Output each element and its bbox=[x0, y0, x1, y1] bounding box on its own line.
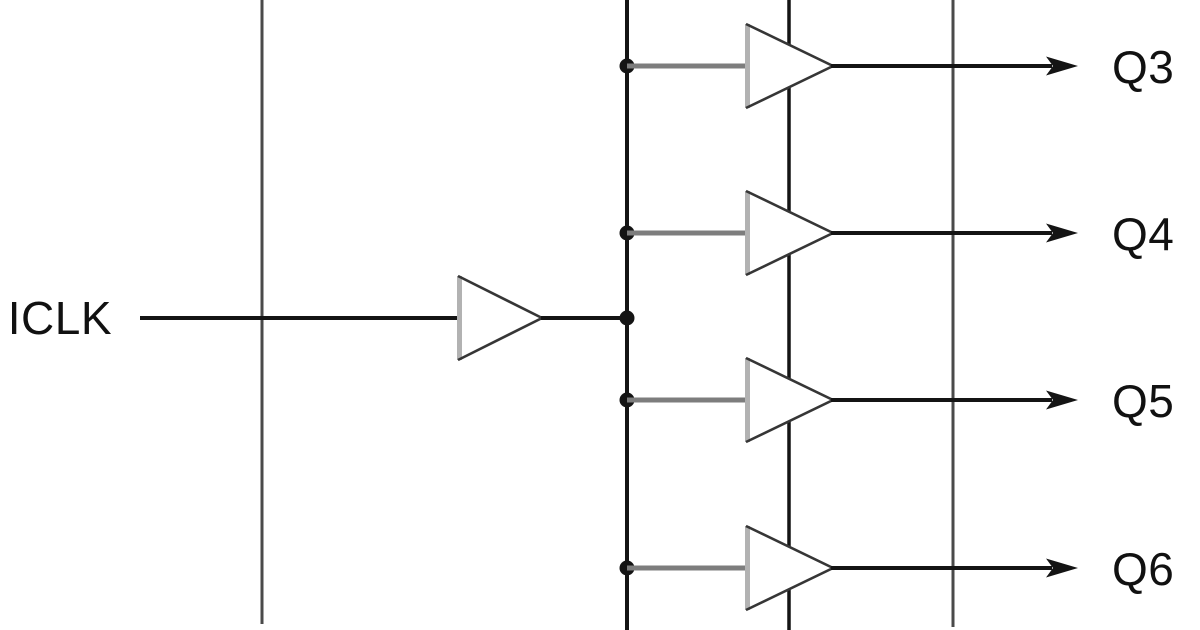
output-branch: Q4 bbox=[619, 189, 1174, 277]
buffer-body bbox=[458, 276, 542, 360]
buffer-body bbox=[746, 191, 833, 275]
output-label: Q6 bbox=[1112, 543, 1174, 595]
arrowhead-icon bbox=[1046, 558, 1078, 578]
buffer-body bbox=[746, 526, 833, 610]
arrowhead-icon bbox=[1046, 56, 1078, 76]
output-label: Q5 bbox=[1112, 375, 1174, 427]
input-label: ICLK bbox=[8, 292, 112, 344]
output-branch: Q6 bbox=[619, 524, 1174, 612]
arrowhead-icon bbox=[1046, 223, 1078, 243]
buffer-body bbox=[746, 358, 833, 442]
junction-dot-icon bbox=[619, 310, 635, 326]
output-branch: Q5 bbox=[619, 356, 1174, 444]
output-label: Q3 bbox=[1112, 41, 1174, 93]
buffer-icon bbox=[457, 274, 545, 362]
output-label: Q4 bbox=[1112, 208, 1174, 260]
buffer-body bbox=[746, 24, 833, 108]
input-branch-iclk: ICLK bbox=[8, 274, 635, 362]
output-branch: Q3 bbox=[619, 22, 1174, 110]
arrowhead-icon bbox=[1046, 390, 1078, 410]
